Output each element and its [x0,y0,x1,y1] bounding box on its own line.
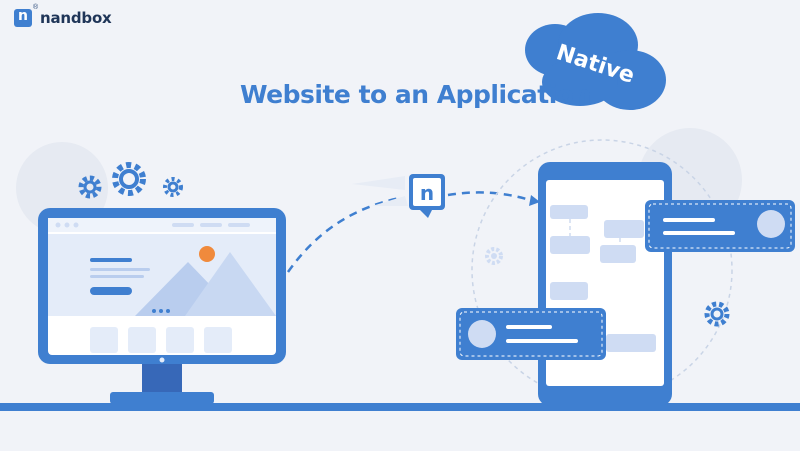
registered-mark: ® [32,4,38,11]
avatar [468,320,496,348]
monitor-icon [38,208,286,404]
chat-card-right [645,200,795,252]
chat-bubble-icon [409,174,445,218]
swoosh-shape [372,196,408,206]
orbit-ring [471,139,733,401]
page-title: Website to an Application [240,80,591,109]
gear-icon [112,162,146,196]
gear-icon [485,247,503,265]
transfer-badge-letter: n [420,181,434,205]
transfer-arc-right [447,191,531,202]
brand-mark-letter: n [18,8,28,24]
chat-card-left [456,308,606,360]
native-cloud-shape [525,13,666,110]
smartphone-icon [538,162,672,406]
gear-icon [704,301,730,327]
transfer-arc-left [286,196,401,273]
sun-icon [199,246,215,262]
avatar [757,210,785,238]
brand-logo: n ® nandbox [14,4,112,27]
arrow-head-icon [529,195,540,206]
swoosh-shape [352,176,405,190]
brand-name: nandbox [40,9,112,27]
gear-icon [163,177,183,197]
gear-icon [78,175,102,199]
ground-line [0,403,800,411]
brand-mark-icon: n ® [14,4,38,27]
